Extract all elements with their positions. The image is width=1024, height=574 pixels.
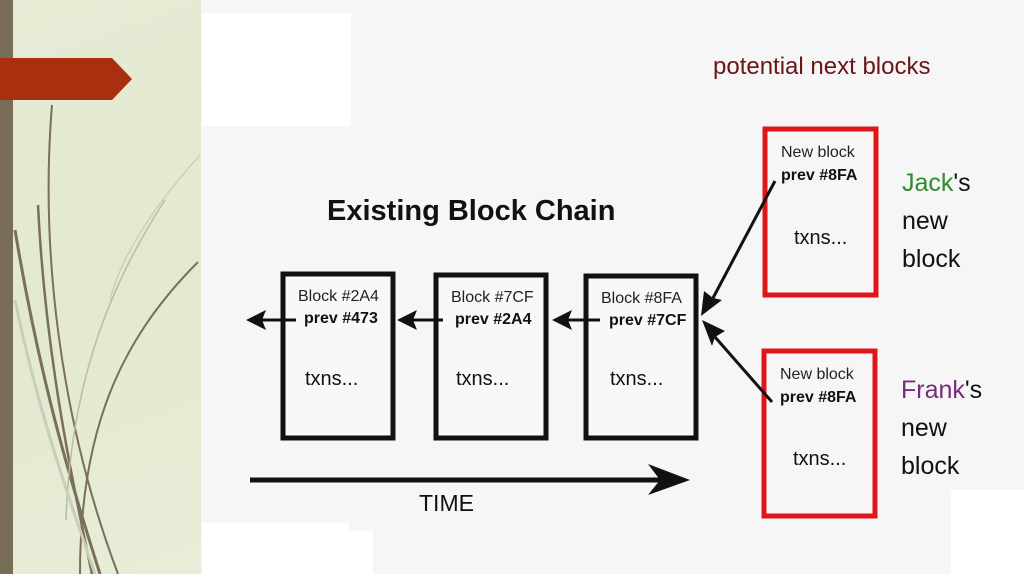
candidate-block-1-prev: prev #8FA [781, 167, 858, 184]
owner-suffix: 's [953, 169, 971, 197]
candidate-block-2-box [761, 348, 878, 519]
curve-5 [65, 199, 166, 521]
chain-block-3-box [583, 273, 699, 441]
curve-1 [47, 104, 119, 574]
curve-4 [79, 261, 199, 574]
candidate-block-1-txns: txns... [794, 227, 848, 249]
jacks-new-block-label: Jack's new block [902, 164, 971, 278]
time-arrow [250, 464, 690, 495]
arrow-8fa-to-7cf [552, 310, 600, 330]
chain-block-1-prev: prev #473 [304, 310, 378, 327]
arrow-to-prev-473 [246, 310, 296, 330]
arrow-jack-to-8fa [701, 180, 777, 316]
potential-next-blocks-label: potential next blocks [713, 53, 931, 80]
chain-block-1-txns: txns... [305, 368, 359, 390]
white-patch-bottom-left [202, 523, 349, 574]
arrow-7cf-to-2a4 [397, 310, 443, 330]
curve-3 [36, 204, 94, 574]
chain-block-1-box [280, 271, 396, 441]
candidate-block-1-title: New block [781, 144, 855, 161]
owner-line-new: new [901, 414, 947, 442]
candidate-block-2-title: New block [780, 366, 854, 383]
candidate-block-1-box [762, 126, 879, 298]
candidate-block-2-prev: prev #8FA [780, 389, 857, 406]
chain-block-2-title: Block #7CF [451, 289, 534, 306]
chain-block-2-box [433, 272, 549, 441]
slide-sidebar-decoration [0, 0, 201, 574]
white-patch-top-left [202, 13, 351, 126]
chain-block-2-txns: txns... [456, 368, 510, 390]
owner-jack: Jack [902, 169, 954, 197]
owner-line-block: block [902, 245, 961, 273]
arrow-frank-to-8fa [702, 320, 774, 403]
owner-line-new: new [902, 207, 948, 235]
sidebar-strip [0, 0, 13, 574]
time-label: TIME [419, 490, 474, 516]
franks-new-block-label: Frank's new block [901, 371, 982, 485]
curve-7 [109, 154, 201, 301]
existing-chain-heading: Existing Block Chain [327, 195, 616, 227]
curve-6 [13, 299, 97, 574]
white-patch-bottom-left-step [349, 531, 373, 574]
owner-frank: Frank [901, 376, 965, 404]
chain-block-3-title: Block #8FA [601, 290, 682, 307]
chain-block-2-prev: prev #2A4 [455, 311, 532, 328]
decorative-curves [13, 104, 201, 574]
accent-banner [0, 58, 132, 100]
owner-line-block: block [901, 452, 960, 480]
curve-2 [13, 229, 102, 574]
chain-block-3-prev: prev #7CF [609, 312, 687, 329]
owner-suffix: 's [964, 376, 983, 404]
banner-left-part [0, 58, 13, 100]
candidate-block-2-txns: txns... [793, 448, 847, 470]
chain-block-1-title: Block #2A4 [298, 288, 379, 305]
chain-block-3-txns: txns... [610, 368, 664, 390]
white-patch-bottom-right [951, 490, 1024, 574]
